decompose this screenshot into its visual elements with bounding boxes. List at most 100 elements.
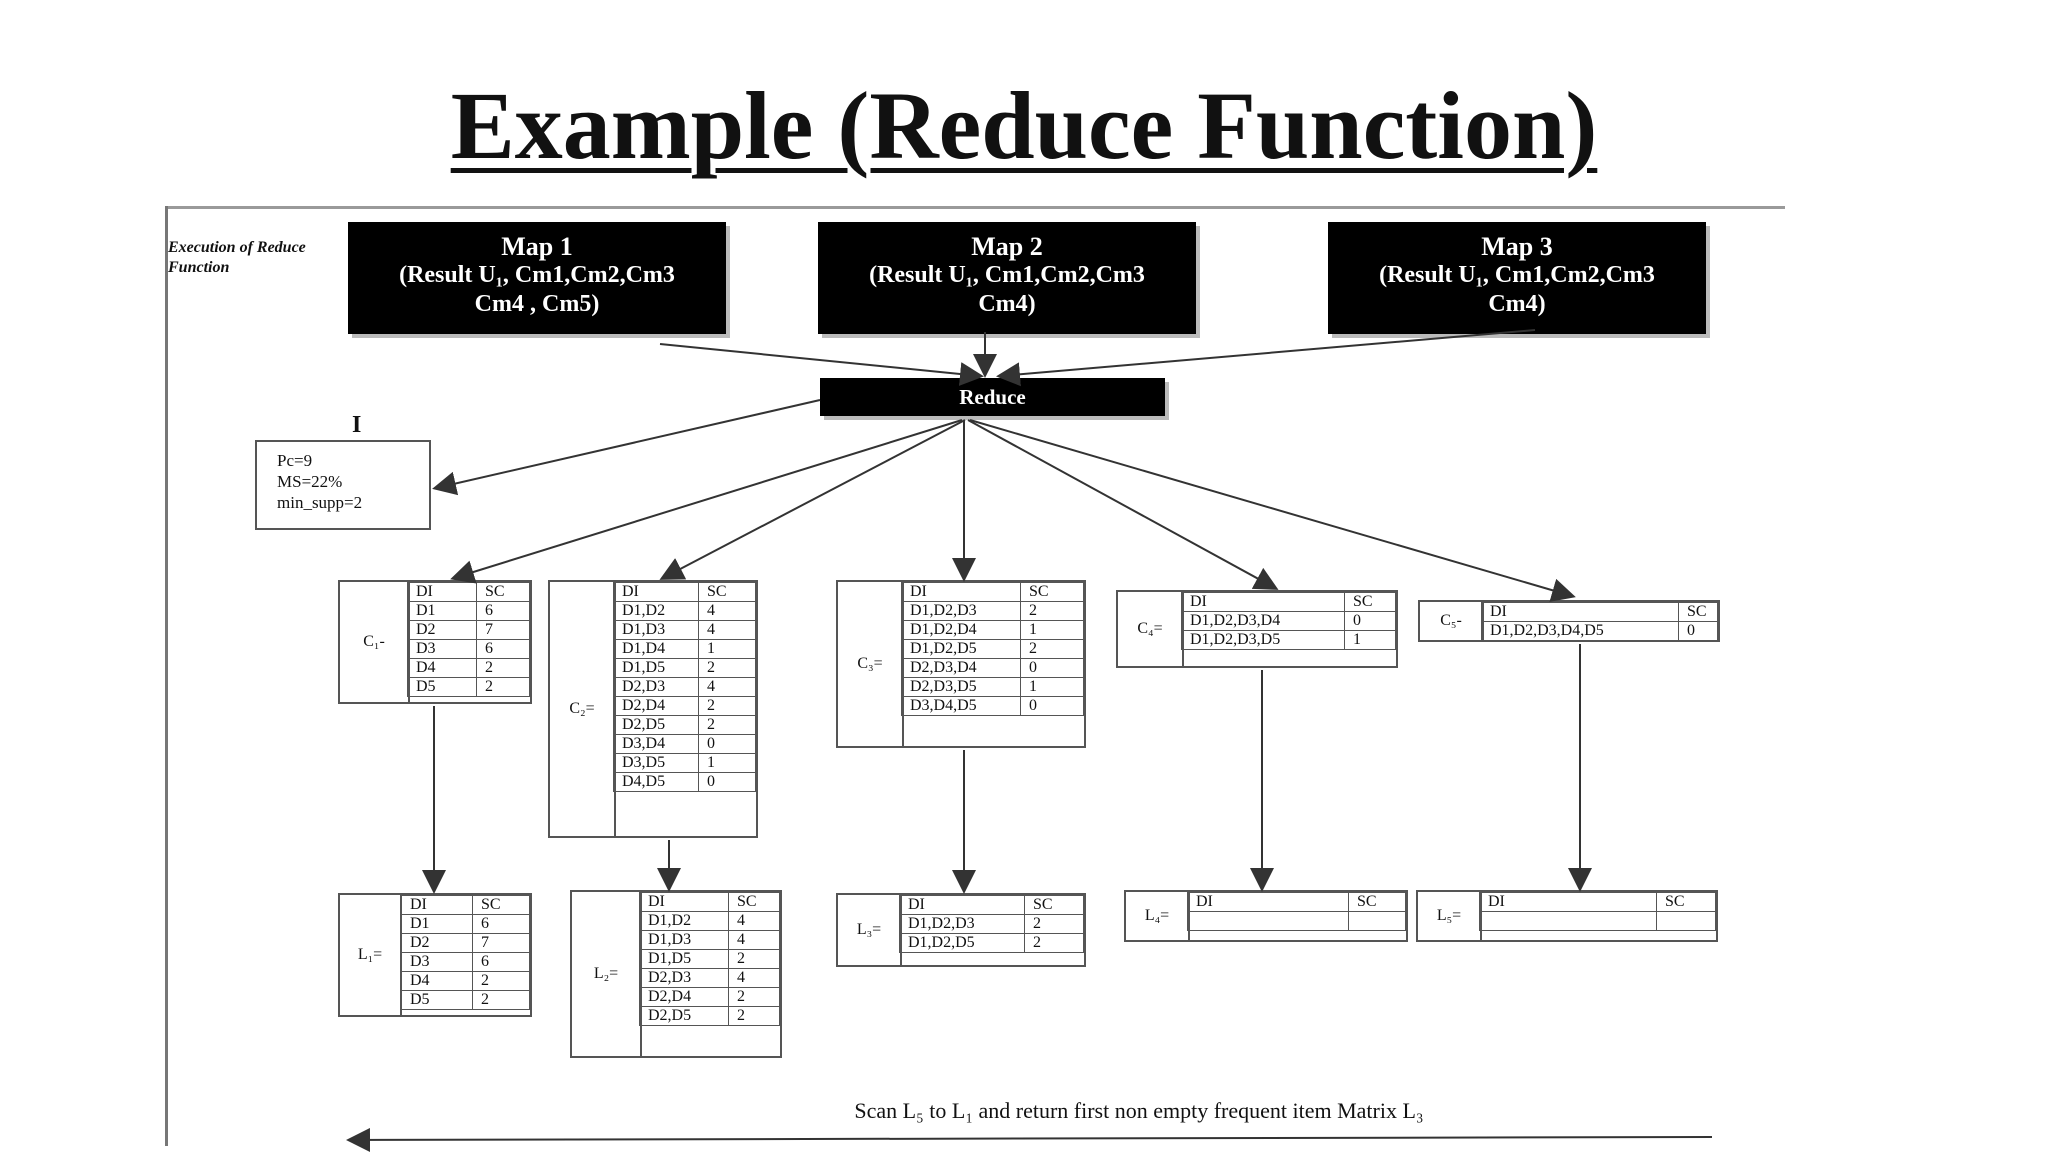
param-min-supp: min_supp=2 <box>277 493 363 512</box>
table-cell: D3 <box>401 952 473 972</box>
arrow-scan-back <box>346 1127 1713 1152</box>
table-cell: D1,D2,D3,D5 <box>1181 630 1345 650</box>
footer-caption: Scan L₅ to L₁ and return first non empty… <box>854 1098 1424 1123</box>
table-cell: D1,D3 <box>613 620 699 640</box>
table-cell: DI <box>1479 892 1657 912</box>
map-2-title: Map 2 <box>971 232 1043 261</box>
map-2-results: (Result U₁, Cm1,Cm2,Cm3 <box>869 262 1145 288</box>
table-row <box>1479 911 1716 931</box>
table-cell: SC <box>1344 592 1396 612</box>
table-cell <box>1656 911 1716 931</box>
map-2-results-cont: Cm4) <box>978 291 1036 317</box>
param-pc: Pc=9 <box>277 451 313 470</box>
table-cell: D4 <box>407 658 477 678</box>
tick-mark: I <box>352 412 362 438</box>
table-cell: D1 <box>401 914 473 934</box>
table-cell: D4,D5 <box>613 772 699 792</box>
arrow-reduce-params <box>432 399 821 496</box>
table-cell: 2 <box>728 1006 780 1026</box>
divider-line <box>165 206 1785 209</box>
reduce-box: Reduce <box>820 378 1165 416</box>
page-title: Example (Reduce Function) <box>450 72 1598 179</box>
side-label: Execution of Reduce Function <box>168 239 306 276</box>
table-cell: D2,D4 <box>639 987 729 1007</box>
table-cell: 2 <box>1024 933 1084 953</box>
table-cell: D1,D2,D3,D4 <box>1181 611 1345 631</box>
table-cell: D3 <box>407 639 477 659</box>
map-1-title: Map 1 <box>501 232 573 261</box>
params-box: Pc=9 MS=22% min_supp=2 <box>255 440 431 530</box>
param-ms: MS=22% <box>277 472 343 491</box>
arrow-map1-reduce <box>659 343 984 386</box>
table-cell: D2,D3,D4 <box>901 658 1021 678</box>
table-cell: D1,D2,D5 <box>899 933 1025 953</box>
table-cell: 2 <box>476 677 530 697</box>
table-row <box>1187 911 1406 931</box>
map-3-box: Map 3 (Result U₁, Cm1,Cm2,Cm3 Cm4) <box>1328 222 1706 334</box>
table-cell: 1 <box>1344 630 1396 650</box>
arrow-reduce-c2 <box>659 419 966 580</box>
map-1-box: Map 1 (Result U₁, Cm1,Cm2,Cm3 Cm4 , Cm5) <box>348 222 726 334</box>
table-cell <box>1348 911 1406 931</box>
table-cell: 0 <box>1678 621 1718 641</box>
table-cell: SC <box>1678 602 1718 622</box>
table-cell: SC <box>476 582 530 602</box>
arrow-reduce-c1 <box>450 419 963 584</box>
table-cell: D1,D2,D3 <box>899 914 1025 934</box>
table-cell: D1,D2,D5 <box>901 639 1021 659</box>
table-cell: 2 <box>472 990 530 1010</box>
table-cell: D3,D4,D5 <box>901 696 1021 716</box>
map-3-title: Map 3 <box>1481 232 1553 261</box>
table-cell: D1,D2,D4 <box>901 620 1021 640</box>
map-2-box: Map 2 (Result U₁, Cm1,Cm2,Cm3 Cm4) <box>818 222 1196 334</box>
map-1-results-cont: Cm4 , Cm5) <box>474 291 600 317</box>
arrow-reduce-c5 <box>969 419 1576 602</box>
map-1-results: (Result U₁, Cm1,Cm2,Cm3 <box>399 262 675 288</box>
arrow-map3-reduce <box>996 329 1536 387</box>
